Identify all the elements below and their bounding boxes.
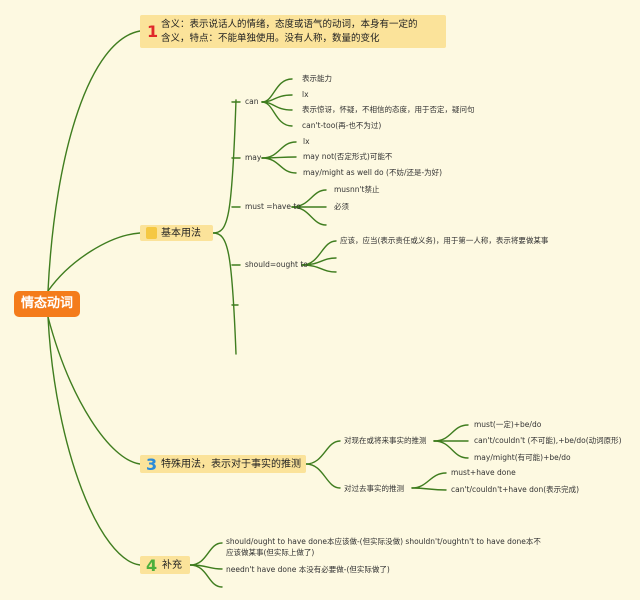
special-usage-node[interactable]: 3 特殊用法，表示对于事实的推测 <box>140 455 306 474</box>
past-inference-node[interactable]: 对过去事实的推测 <box>344 484 404 493</box>
must-item: 必须 <box>334 202 349 211</box>
may-item: lx <box>303 137 310 146</box>
supplement-item: needn't have done 本没有必要做-(但实际做了) <box>226 565 390 574</box>
must-node[interactable]: must =have to <box>245 202 301 211</box>
present-inference-node[interactable]: 对现在或将来事实的推测 <box>344 436 427 445</box>
special-usage-label: 特殊用法，表示对于事实的推测 <box>161 459 301 470</box>
definition-line-2: 含义，特点：不能单独使用。没有人称，数量的变化 <box>161 33 380 44</box>
supplement-item: 应该做某事(但实际上做了) <box>226 548 315 557</box>
can-item: lx <box>302 90 309 99</box>
section-number: 4 <box>146 556 158 575</box>
definition-node[interactable]: 1 含义：表示说话人的情绪，态度或语气的动词，本身有一定的 含义，特点：不能单独… <box>140 15 446 48</box>
basic-usage-node[interactable]: 基本用法 <box>140 225 213 241</box>
present-inference-item: must(一定)+be/do <box>474 420 542 429</box>
may-item: may/might as well do (不妨/还是-为好) <box>303 168 443 177</box>
can-node[interactable]: can <box>245 97 259 106</box>
present-inference-item: may/might(有可能)+be/do <box>474 453 571 462</box>
should-node[interactable]: should=ought to <box>245 260 308 269</box>
past-inference-item: can't/couldn't+have don(表示完成) <box>451 485 580 494</box>
section-marker-icon <box>146 227 157 239</box>
section-number: 1 <box>147 22 159 41</box>
supplement-item: should/ought to have done本应该做-(但实际没做) sh… <box>226 537 541 546</box>
root-node[interactable]: 情态动词 <box>14 291 80 317</box>
can-item: can't-too(再-也不为过) <box>302 121 382 130</box>
present-inference-item: can't/couldn't (不可能),+be/do(动词原形) <box>474 436 622 445</box>
supplement-label: 补充 <box>162 560 182 571</box>
must-item: musnn't禁止 <box>334 185 380 194</box>
can-item: 表示能力 <box>302 74 332 83</box>
section-number: 3 <box>146 455 158 474</box>
can-item: 表示惊讶，怀疑，不相信的态度，用于否定，疑问句 <box>302 105 475 114</box>
may-node[interactable]: may <box>245 153 262 162</box>
may-item: may not(否定形式)可能不 <box>303 152 393 161</box>
definition-line-1: 含义：表示说话人的情绪，态度或语气的动词，本身有一定的 <box>161 19 418 30</box>
basic-usage-label: 基本用法 <box>161 228 201 239</box>
past-inference-item: must+have done <box>451 468 516 477</box>
should-item: 应该，应当(表示责任或义务)，用于第一人称，表示将要做某事 <box>340 236 549 245</box>
supplement-node[interactable]: 4 补充 <box>140 556 190 575</box>
